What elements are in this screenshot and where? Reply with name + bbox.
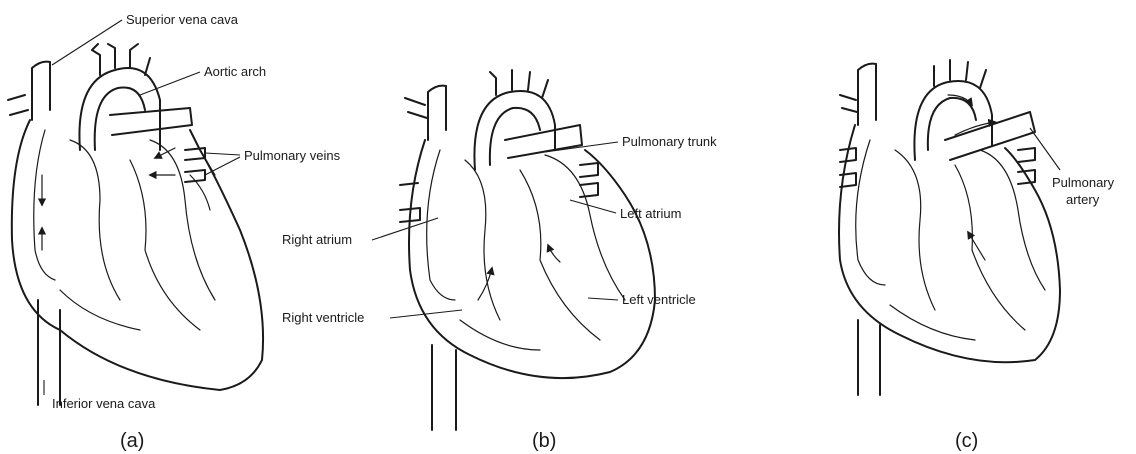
heart-chambers-b (427, 150, 625, 350)
label-right-atrium: Right atrium (282, 232, 352, 247)
label-pulmonary-trunk: Pulmonary trunk (622, 134, 717, 149)
aortic-arch-b (474, 70, 555, 170)
pulmonary-vein-stubs-c (840, 148, 1035, 187)
leader-aortic-arch (140, 72, 200, 95)
pulmonary-trunk-b (505, 125, 582, 158)
heart-panel-c: Pulmonary artery (c) (839, 60, 1115, 452)
label-pulmonary-artery-line2: artery (1066, 192, 1100, 207)
heart-panel-b: Pulmonary trunk Left atrium Right atrium… (282, 70, 717, 452)
flow-arrow-c2 (955, 122, 995, 135)
pulmonary-trunk-a (8, 95, 192, 135)
label-inferior-vena-cava: Inferior vena cava (52, 396, 156, 411)
leader-left-atrium (570, 200, 616, 213)
heart-chambers-c (856, 140, 1045, 340)
heart-outline-b (409, 140, 655, 378)
caption-c: (c) (955, 430, 978, 452)
leader-superior-vena-cava (52, 20, 122, 65)
vena-cava-b (405, 86, 456, 430)
label-right-ventricle: Right ventricle (282, 310, 364, 325)
heart-outline-a (12, 120, 263, 390)
caption-a: (a) (120, 430, 144, 452)
pulmonary-trunk-c (945, 112, 1035, 160)
leader-pulmonary-veins-1 (205, 153, 240, 155)
caption-b: (b) (532, 430, 556, 452)
flow-arrow-c3 (968, 232, 985, 260)
vena-cava-c (840, 64, 880, 395)
flow-arrow-b2 (548, 245, 560, 262)
label-superior-vena-cava: Superior vena cava (126, 12, 239, 27)
label-pulmonary-veins: Pulmonary veins (244, 148, 341, 163)
vena-cava-a (32, 62, 60, 405)
aortic-arch-c (914, 60, 992, 160)
label-pulmonary-artery-line1: Pulmonary (1052, 175, 1115, 190)
label-left-ventricle: Left ventricle (622, 292, 696, 307)
label-left-atrium: Left atrium (620, 206, 681, 221)
label-aortic-arch: Aortic arch (204, 64, 266, 79)
leader-left-ventricle (588, 298, 618, 300)
